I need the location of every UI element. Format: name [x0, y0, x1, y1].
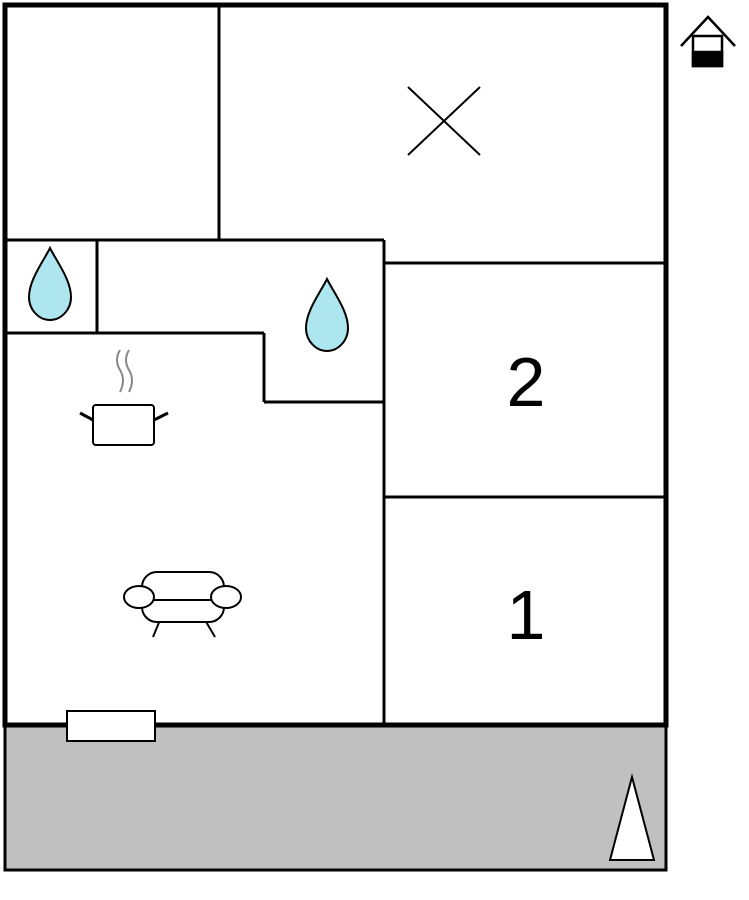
cross-mark-icon [407, 86, 481, 156]
terrace-area [3, 723, 668, 872]
room-label-2: 2 [507, 343, 546, 421]
door-icon [66, 710, 156, 742]
water-drop-icon [27, 245, 73, 322]
cooking-pot-icon [79, 349, 169, 446]
interior-walls [5, 5, 666, 725]
outer-wall [2, 2, 669, 728]
house-level-icon [680, 15, 736, 68]
north-arrow-icon [608, 773, 656, 861]
water-drop-icon [304, 276, 350, 353]
room-label-1: 1 [507, 576, 546, 654]
sofa-icon [123, 571, 242, 638]
